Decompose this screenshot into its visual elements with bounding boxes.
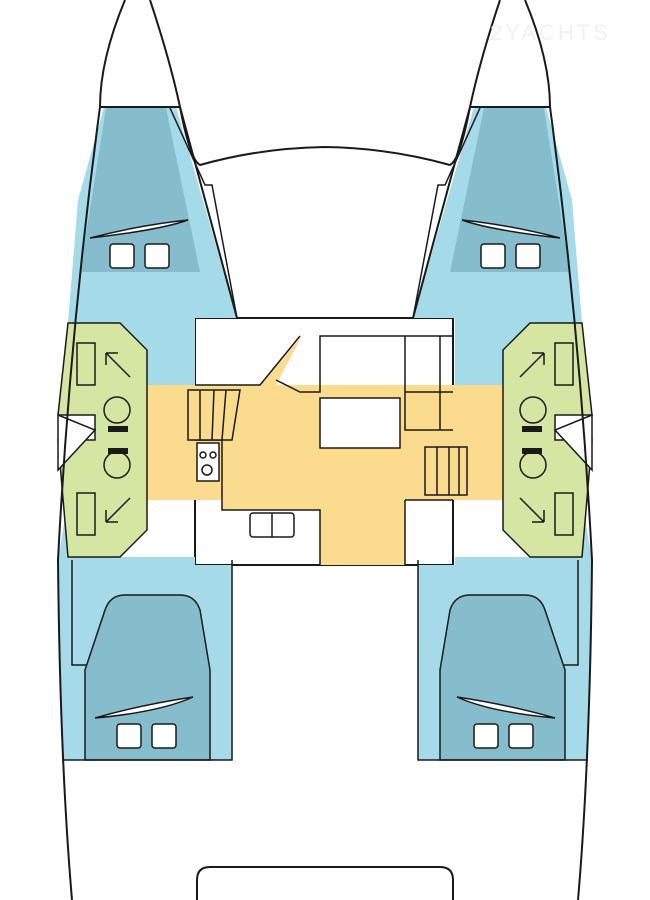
companionway-steps	[424, 446, 468, 496]
watermark-logo: 2YACHTS	[490, 20, 611, 45]
saloon-table	[319, 397, 401, 449]
aft-cockpit-bench	[196, 866, 454, 900]
companionway-steps	[187, 389, 241, 441]
